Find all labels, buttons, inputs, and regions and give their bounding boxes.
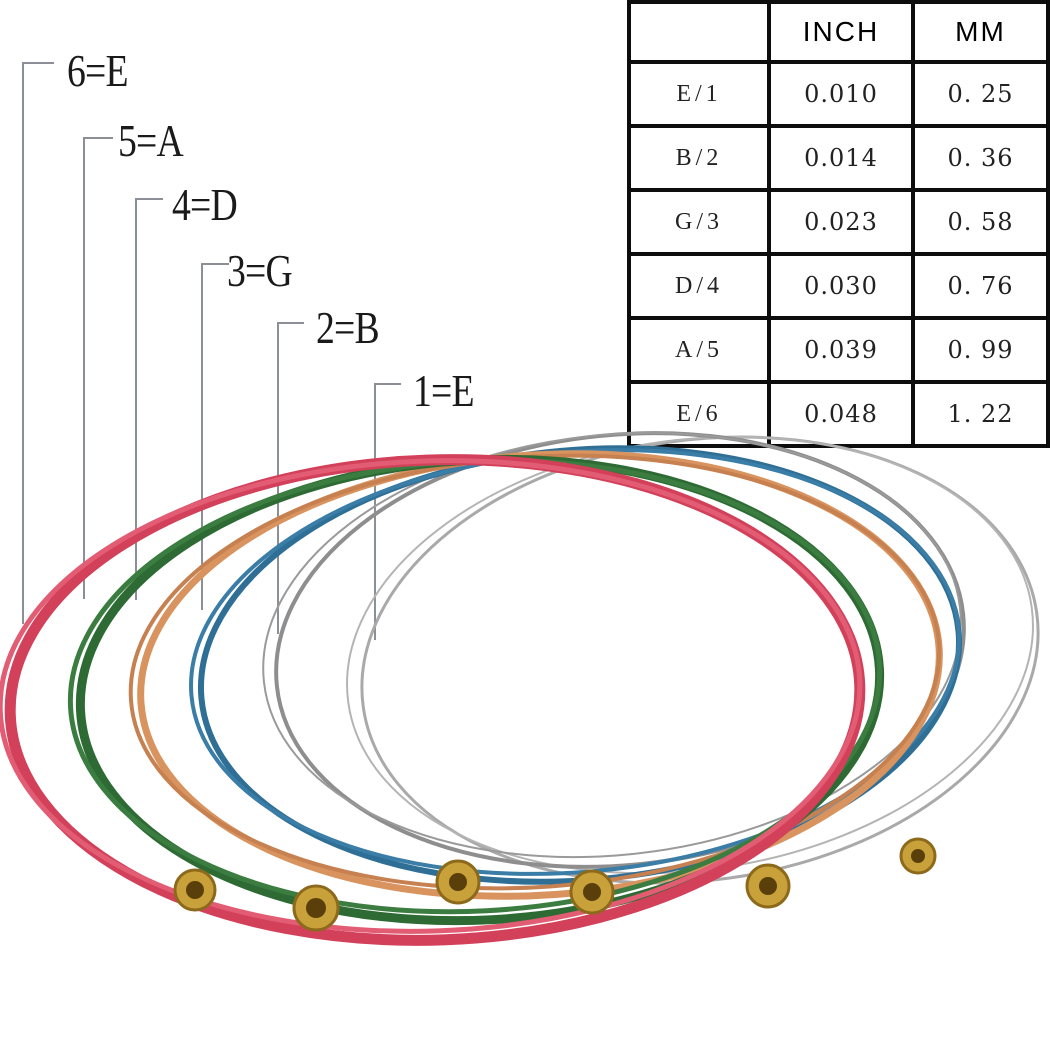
table-cell-mm: 0. 25 (911, 60, 1050, 128)
table-cell-string: A/5 (627, 316, 771, 384)
table-row: B/2 0.014 0. 36 (627, 124, 1050, 192)
leader-line-string-6 (22, 62, 54, 624)
leader-line-string-5 (83, 137, 113, 599)
table-row: G/3 0.023 0. 58 (627, 188, 1050, 256)
leader-line-string-3 (201, 263, 229, 610)
label-string-4: 4=D (172, 179, 238, 230)
table-cell-mm: 0. 76 (911, 252, 1050, 320)
table-header-mm: MM (911, 0, 1050, 64)
leader-line-string-1 (374, 383, 401, 640)
table-row: E/6 0.048 1. 22 (627, 380, 1050, 448)
table-cell-mm: 0. 36 (911, 124, 1050, 192)
ball-ends (173, 837, 937, 932)
table-cell-string: E/1 (627, 60, 771, 128)
label-string-6: 6=E (67, 45, 129, 96)
table-cell-inch: 0.039 (767, 316, 915, 384)
label-string-5: 5=A (118, 115, 184, 166)
leader-line-string-4 (135, 198, 163, 600)
ball-end-icon (745, 863, 791, 909)
ball-end-icon (292, 884, 340, 932)
table-cell-string: G/3 (627, 188, 771, 256)
table-row: D/4 0.030 0. 76 (627, 252, 1050, 320)
string-6-coil (0, 454, 866, 946)
table-cell-inch: 0.048 (767, 380, 915, 448)
table-header-inch: INCH (767, 0, 915, 64)
table-cell-mm: 0. 99 (911, 316, 1050, 384)
table-cell-string: E/6 (627, 380, 771, 448)
ball-end-icon (173, 868, 217, 912)
table-row: A/5 0.039 0. 99 (627, 316, 1050, 384)
table-cell-inch: 0.023 (767, 188, 915, 256)
label-string-1: 1=E (413, 365, 475, 416)
table-header-string (627, 0, 771, 64)
label-string-2: 2=B (316, 302, 380, 353)
string-4-coil (128, 450, 943, 900)
table-cell-inch: 0.030 (767, 252, 915, 320)
table-cell-mm: 0. 58 (911, 188, 1050, 256)
guitar-strings-illustration (0, 431, 1040, 946)
table-header-row: INCH MM (627, 0, 1050, 64)
table-row: E/1 0.010 0. 25 (627, 60, 1050, 128)
label-string-3: 3=G (227, 245, 293, 296)
string-2-coil (262, 431, 966, 869)
ball-end-icon (569, 869, 615, 915)
table-cell-inch: 0.010 (767, 60, 915, 128)
ball-end-icon (899, 837, 937, 875)
table-cell-mm: 1. 22 (911, 380, 1050, 448)
gauge-spec-table: INCH MM E/1 0.010 0. 25 B/2 0.014 0. 36 … (627, 0, 1050, 448)
table-cell-string: B/2 (627, 124, 771, 192)
table-cell-string: D/4 (627, 252, 771, 320)
ball-end-icon (435, 859, 481, 905)
table-cell-inch: 0.014 (767, 124, 915, 192)
